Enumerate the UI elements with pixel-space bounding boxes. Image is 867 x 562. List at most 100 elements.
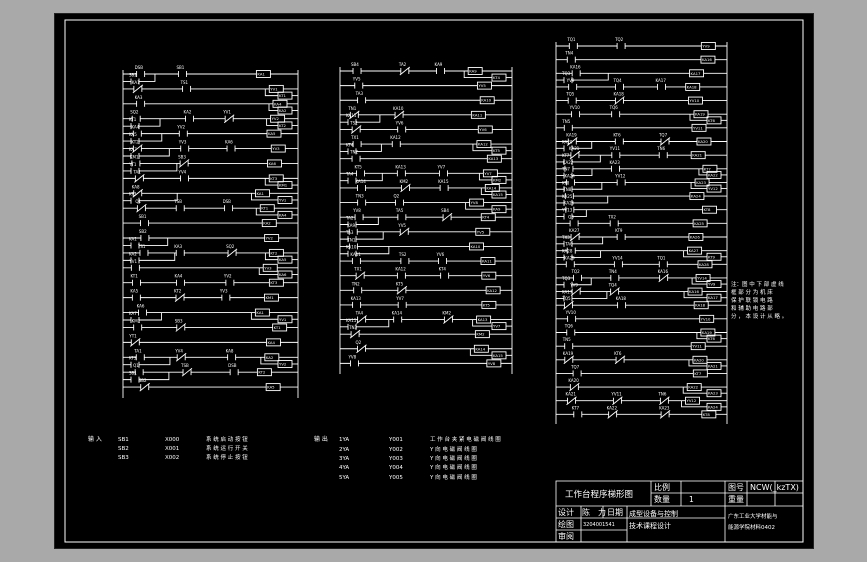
coil-box <box>255 189 270 198</box>
coil-label: KA23 <box>708 391 718 396</box>
contact-label: TX1 <box>350 135 359 140</box>
coil-label: KA2 <box>266 355 274 360</box>
contact-nc-slash <box>569 382 580 392</box>
contact-label: TN2 <box>349 150 358 155</box>
coil-box <box>476 140 492 149</box>
contact-label: YV8 <box>352 208 361 213</box>
contact-label: SB3 <box>175 318 183 323</box>
coil-box <box>469 198 485 207</box>
contact-nc-slash <box>175 323 187 332</box>
coil-label: KT6 <box>708 336 716 341</box>
contact-label: YV4 <box>178 169 187 174</box>
contact-label: SB1 <box>139 214 147 219</box>
contact-nc-slash <box>134 174 145 183</box>
contact-nc-slash <box>136 203 147 213</box>
input-code: SB3 <box>118 455 129 461</box>
contact-label: KT9 <box>615 228 623 233</box>
contact-label: KT5 <box>355 164 363 169</box>
coil-label: YV3 <box>272 146 280 151</box>
contact-nc-slash <box>566 396 577 406</box>
coil-box <box>266 338 281 347</box>
contact-label: Q2 <box>355 340 361 345</box>
contact-label: YV10 <box>565 310 577 315</box>
coil-box <box>469 242 484 251</box>
contact-label: YV5 <box>397 223 406 228</box>
parallel-branch <box>123 252 176 261</box>
coil-label: KA12 <box>487 288 497 293</box>
contact-label: SB1 <box>129 371 137 376</box>
contact-label: TN6 <box>657 392 666 397</box>
coil-label: KT9 <box>708 254 716 259</box>
coil-branch <box>251 193 278 201</box>
coil-box <box>254 308 270 317</box>
school-line-1: 广东工业大学材能与 <box>728 512 778 520</box>
coil-label: KA13 <box>488 156 498 161</box>
contact-label: KT8 <box>562 180 570 185</box>
contact-label: YV6 <box>435 252 444 257</box>
note-line: 分 ， 本 设 计 从 略 。 <box>731 312 787 320</box>
contact-label: Q2 <box>394 194 400 199</box>
contact-label: KA28 <box>562 248 573 253</box>
coil-label: KA1 <box>256 310 264 315</box>
coil-branch <box>682 387 707 394</box>
contact-label: YV4 <box>174 348 183 353</box>
title-block <box>555 480 804 543</box>
contact-label: KA29 <box>564 255 575 260</box>
coil-branch <box>268 103 278 111</box>
note-line: 框 部 分 为 机 床 <box>731 288 773 296</box>
output-addr: Y005 <box>388 475 403 481</box>
coil-box <box>268 278 284 287</box>
coil-label: KA17 <box>691 71 701 76</box>
contact-nc-slash <box>563 300 574 310</box>
contact-label: KA14 <box>392 311 403 316</box>
coil-label: YV2 <box>279 361 287 366</box>
coil-box <box>263 293 279 302</box>
contact-nc-slash <box>356 344 367 354</box>
contact-label: KA25 <box>562 194 573 199</box>
contact-nc-slash <box>569 150 581 160</box>
contact-label: KA1 <box>132 80 140 85</box>
coil-branch <box>260 357 278 365</box>
coil-label: KA14 <box>475 346 485 351</box>
contact-label: KT7 <box>562 153 570 158</box>
contact-label: YV2 <box>176 125 185 130</box>
contact-nc-slash <box>609 287 620 296</box>
coil-label: KA15 <box>493 353 503 358</box>
contact-label: KA6 <box>225 140 233 145</box>
contact-label: TS1 <box>137 244 146 249</box>
contact-label: YV8 <box>347 354 356 359</box>
coil-label: YV10 <box>689 98 699 103</box>
contact-nc-slash <box>659 410 671 419</box>
coil-label: KA6 <box>279 272 287 277</box>
contact-label: KM1 <box>130 154 139 159</box>
coil-branch <box>688 359 707 367</box>
contact-label: YV1 <box>222 110 231 115</box>
contact-label: YT1 <box>128 333 137 338</box>
coil-label: KT8 <box>703 412 711 417</box>
output-desc: Y 向 电 磁 阀 线 圈 <box>429 463 477 471</box>
contact-nc-slash <box>354 271 366 281</box>
coil-box <box>692 355 708 364</box>
output-desc: Y 向 电 磁 阀 线 圈 <box>429 473 477 481</box>
contact-label: TQ5 <box>565 92 575 97</box>
contact-label: DSB <box>223 199 232 204</box>
contact-nc-slash <box>132 84 144 94</box>
coil-branch <box>264 88 278 97</box>
coil-box <box>481 271 497 280</box>
note-line: 保 护 联 锁 电 路 <box>731 296 773 304</box>
contact-label: TN6 <box>656 146 665 151</box>
input-heading: 输 入 <box>88 435 102 443</box>
coil-box <box>268 248 284 257</box>
contact-label: KA26 <box>564 201 575 206</box>
contact-label: YV10 <box>569 105 581 110</box>
coil-branch <box>683 250 707 258</box>
contact-label: KA18 <box>613 92 624 97</box>
contact-label: TA4 <box>345 172 354 177</box>
contact-label: TA3 <box>345 230 354 235</box>
coil-label: KA26 <box>690 235 700 240</box>
output-desc: Y 向 电 磁 阀 线 圈 <box>429 445 477 453</box>
coil-label: KM2 <box>476 332 485 337</box>
